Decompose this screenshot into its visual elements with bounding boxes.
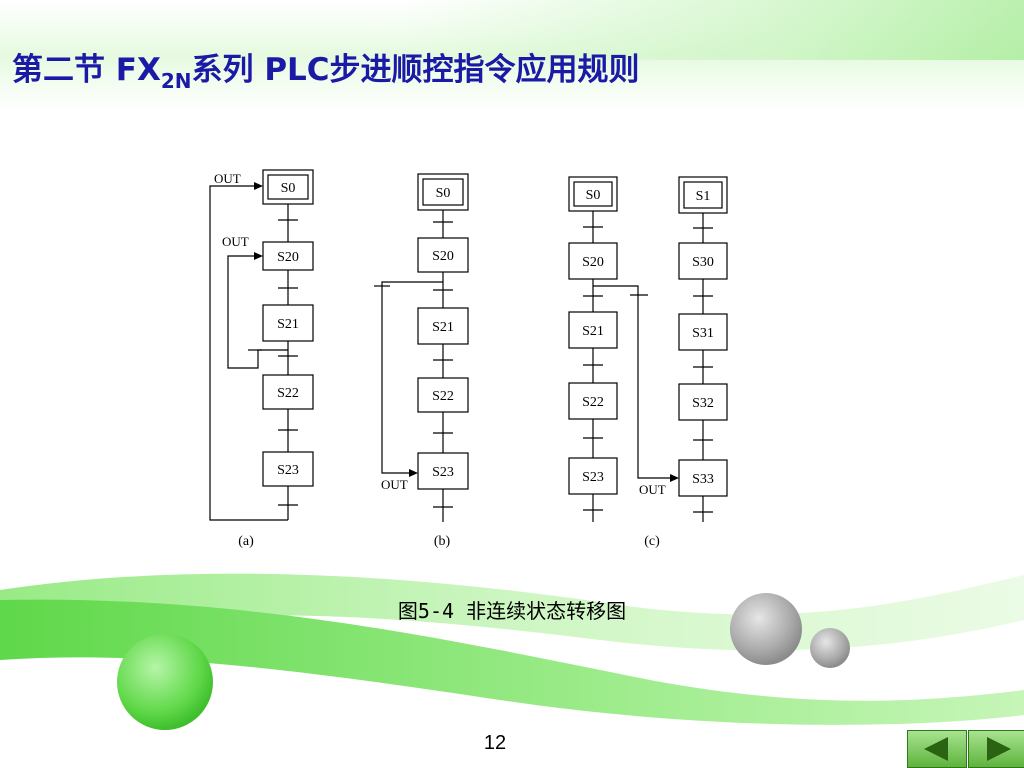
step-a-2: S21 xyxy=(277,317,299,332)
triangle-left-icon xyxy=(924,737,948,761)
step-b-2: S21 xyxy=(432,320,454,335)
sfc-figure: S0 S20 S21 S22 S23 S0 S20 S21 S22 S23 S0… xyxy=(209,169,728,549)
out-label-a-inner: OUT xyxy=(222,234,249,249)
step-b-0: S0 xyxy=(436,186,451,201)
step-a-1: S20 xyxy=(277,250,299,265)
step-a-3: S22 xyxy=(277,386,299,401)
step-a-0: S0 xyxy=(281,181,296,196)
subfigure-label-b: (b) xyxy=(434,534,451,549)
out-label-a-outer: OUT xyxy=(214,171,241,186)
page-number: 12 xyxy=(483,732,507,754)
step-c-right-0: S1 xyxy=(696,189,711,204)
title-prefix: 第二节 FX xyxy=(12,52,161,88)
step-c-left-2: S21 xyxy=(582,324,604,339)
step-c-right-2: S31 xyxy=(692,326,714,341)
title-suffix: 系列 PLC步进顺控指令应用规则 xyxy=(191,52,640,88)
step-a-4: S23 xyxy=(277,463,299,478)
step-c-right-1: S30 xyxy=(692,255,714,270)
previous-slide-button[interactable] xyxy=(907,730,967,768)
step-c-right-4: S33 xyxy=(692,472,714,487)
step-c-left-4: S23 xyxy=(582,470,604,485)
out-label-b: OUT xyxy=(381,477,408,492)
slide-title: 第二节 FX2N系列 PLC步进顺控指令应用规则 xyxy=(12,44,640,93)
title-subscript: 2N xyxy=(160,69,192,93)
step-c-left-0: S0 xyxy=(586,188,601,203)
subfigure-label-a: (a) xyxy=(238,534,254,549)
step-c-left-1: S20 xyxy=(582,255,604,270)
step-b-3: S22 xyxy=(432,389,454,404)
out-label-c: OUT xyxy=(639,482,666,497)
next-slide-button[interactable] xyxy=(968,730,1024,768)
step-b-4: S23 xyxy=(432,465,454,480)
triangle-right-icon xyxy=(987,737,1011,761)
step-b-1: S20 xyxy=(432,249,454,264)
figure-caption: 图5-4 非连续状态转移图 xyxy=(397,599,627,623)
step-c-right-3: S32 xyxy=(692,396,714,411)
header-band xyxy=(0,0,1024,110)
step-c-left-3: S22 xyxy=(582,395,604,410)
bottom-decoration xyxy=(0,573,1024,768)
subfigure-label-c: (c) xyxy=(644,534,660,549)
